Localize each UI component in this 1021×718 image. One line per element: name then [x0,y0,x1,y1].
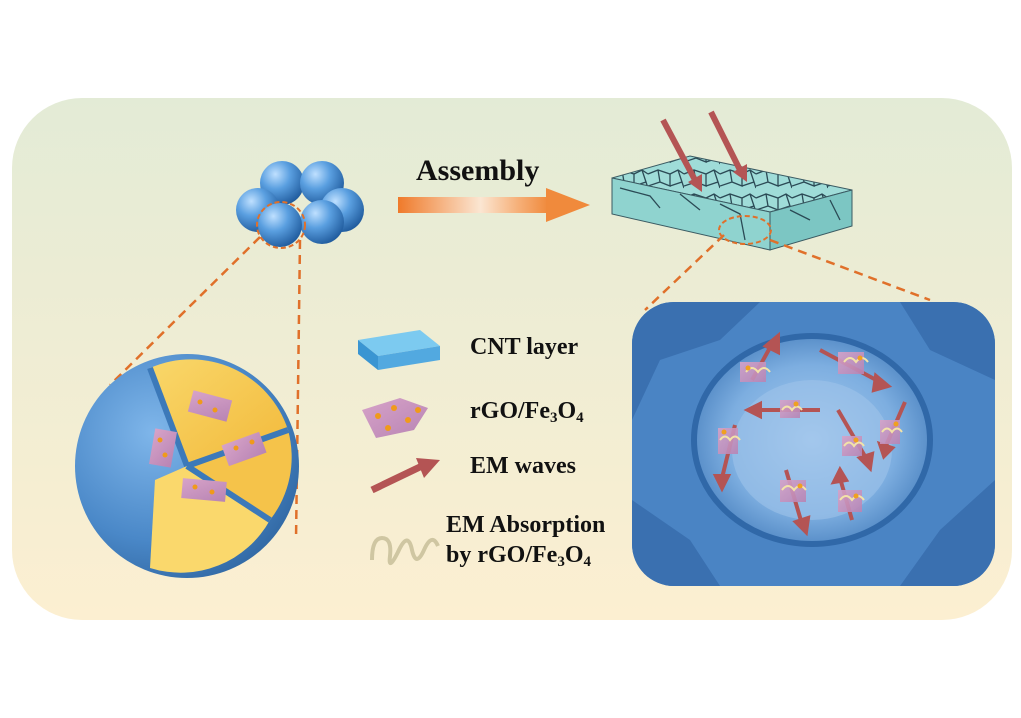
legend-em-absorption-line2: by rGO/Fe3O4 [446,542,591,570]
legend-em-wave-arrow-icon [370,458,440,494]
flake-group [149,390,267,502]
assembly-label: Assembly [416,154,540,187]
dashed-line-left [109,236,261,386]
legend-rgo-icon [362,398,428,438]
dashed-line-slab-right [769,238,931,302]
legend-coil-icon [370,535,440,565]
legend-cnt-layer-icon [358,330,440,370]
legend-cnt-layer-label: CNT layer [470,334,579,360]
core-shell-sphere [75,354,299,578]
sphere-cluster [236,161,364,249]
assembly-arrow [398,188,590,222]
dashed-line-slab-left [644,234,725,311]
dashed-line-right [294,239,302,541]
legend-em-waves-label: EM waves [470,453,576,479]
cnt-slab [611,110,853,251]
pore-closeup [632,302,995,586]
legend-em-absorption-line1: EM Absorption [446,512,606,538]
legend-rgo-label: rGO/Fe3O4 [470,398,584,426]
